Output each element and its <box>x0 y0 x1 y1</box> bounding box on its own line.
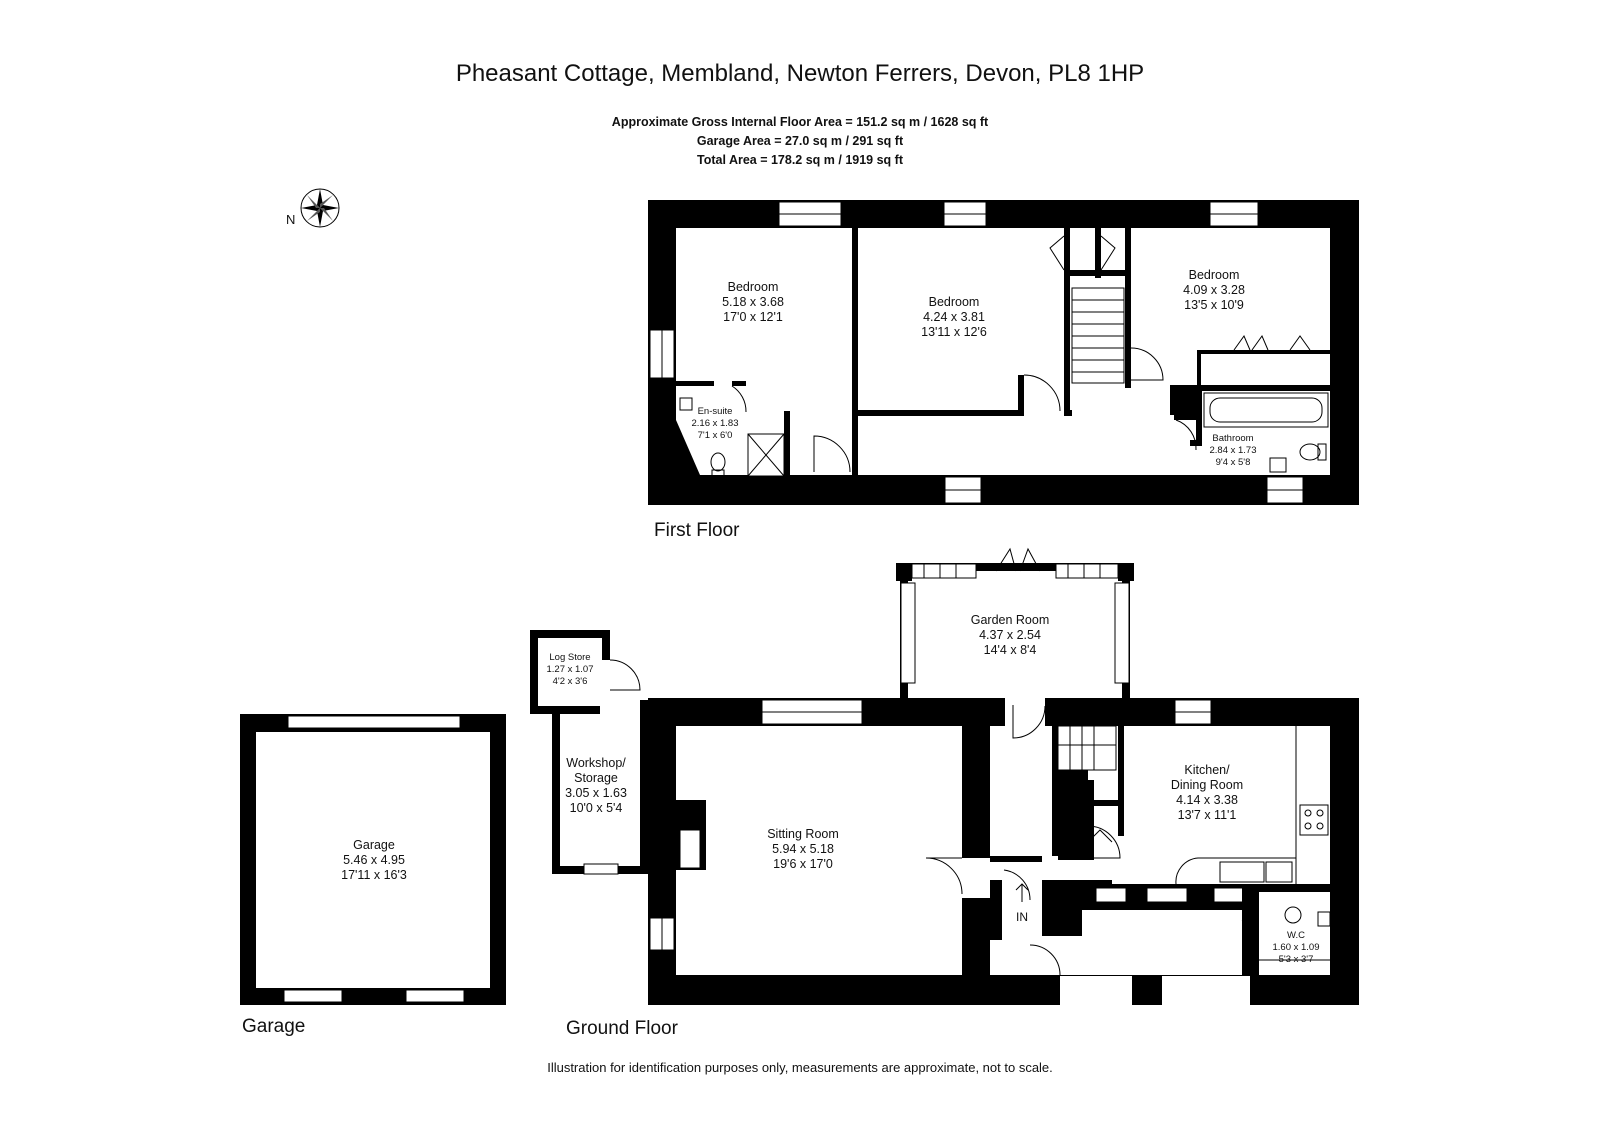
room-label-bathroom: Bathroom 2.84 x 1.73 9'4 x 5'8 <box>1209 433 1257 468</box>
garage-area: Garage Area = 27.0 sq m / 291 sq ft <box>696 134 904 148</box>
first-floor-plan <box>648 200 1359 505</box>
garage-floor-label: Garage <box>242 1016 306 1037</box>
room-label-garden-room: Garden Room 4.37 x 2.54 14'4 x 8'4 <box>970 613 1050 657</box>
area-summary: Approximate Gross Internal Floor Area = … <box>0 113 1600 170</box>
room-label-sitting-room: Sitting Room 5.94 x 5.18 19'6 x 17'0 <box>767 827 839 871</box>
compass-icon <box>300 188 340 228</box>
total-area: Total Area = 178.2 sq m / 1919 sq ft <box>697 153 903 167</box>
garden-room-plan <box>896 547 1134 703</box>
workshop-log-store-plan <box>530 630 650 875</box>
room-label-bedroom-3: Bedroom 4.09 x 3.28 13'5 x 10'9 <box>1183 268 1245 312</box>
first-floor-label: First Floor <box>654 520 740 541</box>
room-label-log-store: Log Store 1.27 x 1.07 4'2 x 3'6 <box>546 652 594 687</box>
gross-internal-area: Approximate Gross Internal Floor Area = … <box>611 115 989 129</box>
garage-plan <box>240 714 506 1005</box>
ground-floor-label: Ground Floor <box>566 1018 678 1039</box>
room-label-bedroom-2: Bedroom 4.24 x 3.81 13'11 x 12'6 <box>921 295 987 339</box>
room-label-ensuite: En-suite 2.16 x 1.83 7'1 x 6'0 <box>691 406 739 441</box>
plan-title: Pheasant Cottage, Membland, Newton Ferre… <box>455 60 1145 87</box>
room-label-wc: W.C 1.60 x 1.09 5'3 x 3'7 <box>1272 930 1320 965</box>
ground-floor-plan <box>648 697 1359 1006</box>
room-label-garage: Garage 5.46 x 4.95 17'11 x 16'3 <box>341 838 407 882</box>
room-label-bedroom-1: Bedroom 5.18 x 3.68 17'0 x 12'1 <box>722 280 784 324</box>
room-label-kitchen: Kitchen/ Dining Room 4.14 x 3.38 13'7 x … <box>1170 763 1244 822</box>
north-label: N <box>286 212 296 227</box>
disclaimer: Illustration for identification purposes… <box>547 1060 1053 1075</box>
entrance-label: IN <box>1016 910 1028 924</box>
room-label-workshop: Workshop/ Storage 3.05 x 1.63 10'0 x 5'4 <box>565 756 627 815</box>
